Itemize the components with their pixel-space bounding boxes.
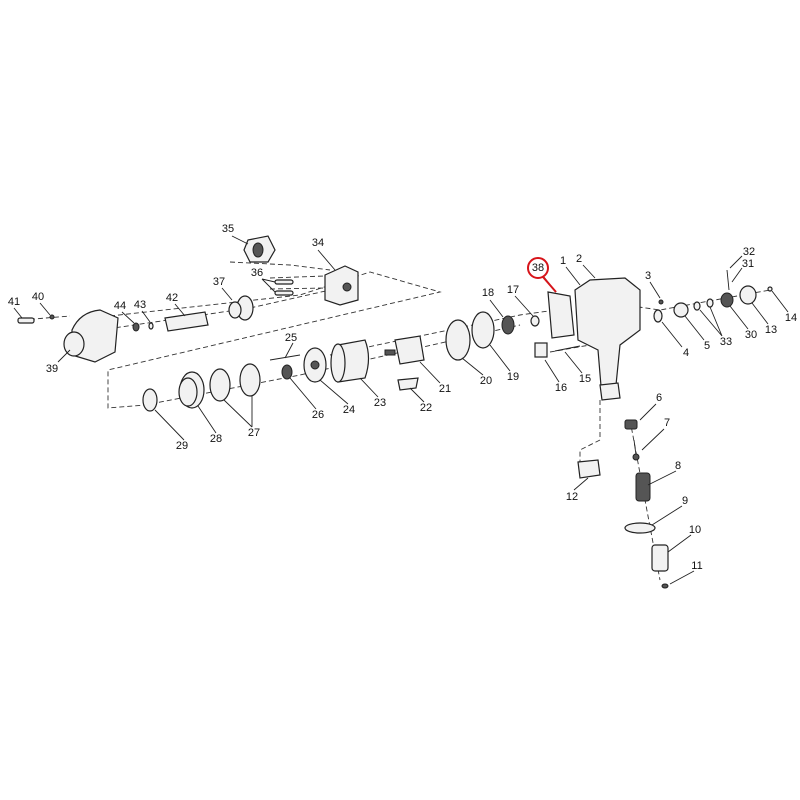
part-label-38[interactable]: 38 xyxy=(532,262,544,274)
part-label-10[interactable]: 10 xyxy=(689,524,701,536)
part-38-gasket[interactable] xyxy=(547,291,575,339)
part-label-27[interactable]: 27 xyxy=(248,427,260,439)
part-23-cylinder[interactable] xyxy=(330,339,370,383)
part-20-end-plate[interactable] xyxy=(445,319,471,361)
part-14-screw[interactable] xyxy=(767,286,773,292)
part-label-24[interactable]: 24 xyxy=(343,404,355,416)
part-9-gasket[interactable] xyxy=(624,522,656,534)
part-label-5[interactable]: 5 xyxy=(704,340,710,352)
part-15-trigger-pin[interactable] xyxy=(554,345,581,352)
part-8-spring[interactable] xyxy=(635,472,651,502)
part-label-13[interactable]: 13 xyxy=(765,324,777,336)
part-30-reverse-valve[interactable] xyxy=(720,292,734,308)
part-28-cylinder-ring[interactable] xyxy=(178,371,205,409)
part-17-washer[interactable] xyxy=(530,315,540,327)
part-label-34[interactable]: 34 xyxy=(312,237,324,249)
part-label-8[interactable]: 8 xyxy=(675,460,681,472)
part-label-28[interactable]: 28 xyxy=(210,433,222,445)
part-label-11[interactable]: 11 xyxy=(691,560,702,572)
part-21-rotor[interactable] xyxy=(384,335,425,365)
part-6-bushing[interactable] xyxy=(624,419,638,430)
part-label-18[interactable]: 18 xyxy=(482,287,494,299)
part-39-hammer-case[interactable] xyxy=(63,309,119,363)
part-10-air-inlet[interactable] xyxy=(651,544,669,572)
part-label-1[interactable]: 1 xyxy=(560,255,566,267)
part-label-17[interactable]: 17 xyxy=(507,284,519,296)
part-label-16[interactable]: 16 xyxy=(555,382,567,394)
part-label-31[interactable]: 31 xyxy=(742,258,754,270)
highlight-circle xyxy=(527,257,549,279)
part-4-oring[interactable] xyxy=(653,309,663,323)
part-16-trigger[interactable] xyxy=(534,342,548,358)
part-label-15[interactable]: 15 xyxy=(579,373,591,385)
part-18-bearing[interactable] xyxy=(501,315,515,335)
part-11-cap[interactable] xyxy=(661,583,669,589)
part-label-39[interactable]: 39 xyxy=(46,363,58,375)
part-label-25[interactable]: 25 xyxy=(285,332,297,344)
part-1-housing[interactable] xyxy=(574,277,641,401)
part-41-screw[interactable] xyxy=(17,317,35,324)
part-26-bearing[interactable] xyxy=(281,364,293,380)
part-31-32-pin-spring[interactable] xyxy=(726,269,730,291)
part-label-20[interactable]: 20 xyxy=(480,375,492,387)
part-36-pins[interactable] xyxy=(274,279,294,296)
part-13-reverse-lever[interactable] xyxy=(739,285,757,305)
part-label-7[interactable]: 7 xyxy=(664,417,670,429)
leader-lines xyxy=(13,235,789,585)
part-35-hammer[interactable] xyxy=(243,235,276,263)
part-label-42[interactable]: 42 xyxy=(166,292,178,304)
part-label-21[interactable]: 21 xyxy=(439,383,451,395)
part-label-44[interactable]: 44 xyxy=(114,300,126,312)
part-label-12[interactable]: 12 xyxy=(566,491,578,503)
part-label-41[interactable]: 41 xyxy=(8,296,20,308)
part-3-plug[interactable] xyxy=(658,299,664,305)
part-label-22[interactable]: 22 xyxy=(420,402,432,414)
part-37-bushing[interactable] xyxy=(228,295,254,321)
part-label-40[interactable]: 40 xyxy=(32,291,44,303)
part-label-9[interactable]: 9 xyxy=(682,495,688,507)
part-19-gasket[interactable] xyxy=(471,311,495,349)
highlight-leader xyxy=(542,276,557,293)
part-label-3[interactable]: 3 xyxy=(645,270,651,282)
part-label-23[interactable]: 23 xyxy=(374,397,386,409)
part-label-4[interactable]: 4 xyxy=(683,347,689,359)
part-34-hammer-cage[interactable] xyxy=(324,265,359,306)
part-29-gasket[interactable] xyxy=(142,388,158,412)
part-7-valve-stem[interactable] xyxy=(632,439,640,461)
part-43-oring[interactable] xyxy=(148,322,154,330)
part-label-6[interactable]: 6 xyxy=(656,392,662,404)
part-label-30[interactable]: 30 xyxy=(745,329,757,341)
part-label-2[interactable]: 2 xyxy=(576,253,582,265)
part-label-37[interactable]: 37 xyxy=(213,276,225,288)
part-5-valve-bushing[interactable] xyxy=(673,302,689,318)
part-label-32[interactable]: 32 xyxy=(743,246,755,258)
part-40-washer[interactable] xyxy=(49,314,55,320)
part-44-oring[interactable] xyxy=(132,322,140,332)
part-24-end-plate[interactable] xyxy=(303,347,327,383)
part-label-26[interactable]: 26 xyxy=(312,409,324,421)
part-label-14[interactable]: 14 xyxy=(785,312,797,324)
part-12-filter[interactable] xyxy=(577,459,601,479)
part-27-gaskets[interactable] xyxy=(209,363,261,402)
part-label-36[interactable]: 36 xyxy=(251,267,263,279)
part-label-29[interactable]: 29 xyxy=(176,440,188,452)
part-42-anvil[interactable] xyxy=(164,311,209,332)
part-label-35[interactable]: 35 xyxy=(222,223,234,235)
part-label-43[interactable]: 43 xyxy=(134,299,146,311)
part-label-19[interactable]: 19 xyxy=(507,371,519,383)
part-22-vane[interactable] xyxy=(397,377,419,391)
part-label-33[interactable]: 33 xyxy=(720,336,732,348)
